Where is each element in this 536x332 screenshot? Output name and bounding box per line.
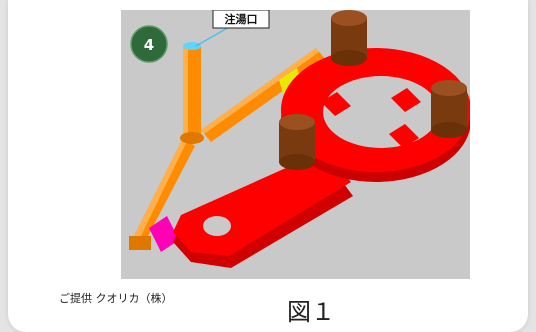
sprue [180,42,204,144]
casting-model-illustration: 注湯口 4 [121,10,470,279]
step-number: 4 [144,36,154,54]
image-credit: ご提供 クオリカ（株） [59,292,173,305]
magenta-pad [149,216,179,252]
casting-model-svg: 注湯口 4 [129,10,470,268]
callout-label: 注湯口 [212,10,270,29]
callout-leader [195,25,232,47]
figure-card: 注湯口 4 ご提供 クオリカ（株） 図１ [8,0,528,332]
red-casting [173,48,470,268]
step-badge: 4 [130,25,168,63]
lower-runner [129,138,195,250]
figure-caption: 図１ [287,298,335,326]
core-pins [279,10,467,170]
callout-label-text: 注湯口 [225,12,258,26]
